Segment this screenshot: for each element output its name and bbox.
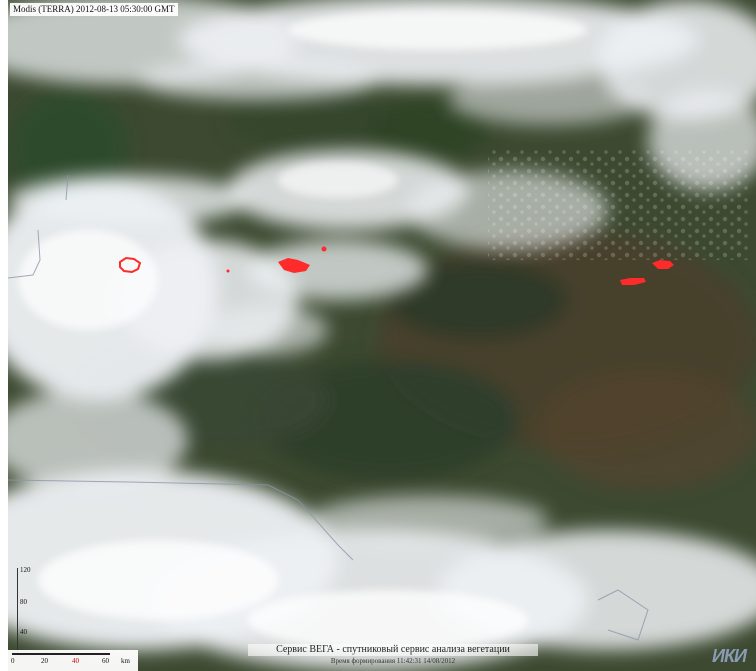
scale-label: 0 bbox=[11, 657, 15, 665]
scale-label: 60 bbox=[102, 657, 109, 665]
distance-scale-bar: 0 20 40 60 km bbox=[8, 650, 138, 671]
service-name: Сервис ВЕГА - спутниковый сервис анализа… bbox=[248, 644, 538, 656]
fire-hotspots bbox=[119, 246, 674, 285]
vertical-scale: 120 80 40 bbox=[8, 560, 48, 671]
land-texture bbox=[8, 90, 756, 490]
scale-bar-line bbox=[12, 653, 110, 655]
satellite-image[interactable] bbox=[8, 0, 756, 671]
iki-logo: ИКИ bbox=[712, 646, 747, 666]
generation-time: Время формирования 11:42:31 14/08/2012 bbox=[330, 657, 456, 665]
fire-hotspot-east-1 bbox=[652, 260, 674, 269]
satellite-imagery-svg bbox=[8, 0, 756, 671]
vertical-scale-label: 80 bbox=[20, 598, 27, 606]
scale-unit: km bbox=[121, 657, 130, 665]
cloud-highlights bbox=[18, 10, 588, 650]
scale-label: 40 bbox=[72, 657, 79, 665]
fire-hotspot-east-2 bbox=[620, 278, 646, 285]
fire-hotspot-west bbox=[119, 256, 142, 274]
fire-hotspot-small-2 bbox=[226, 269, 230, 273]
vertical-scale-label: 120 bbox=[20, 566, 31, 574]
scattered-cumulus bbox=[488, 150, 748, 260]
fire-hotspot-small bbox=[321, 246, 327, 252]
administrative-borders bbox=[8, 174, 649, 641]
vertical-scale-axis bbox=[17, 568, 18, 671]
service-caption: Сервис ВЕГА - спутниковый сервис анализа… bbox=[248, 644, 538, 666]
fire-hotspot-center bbox=[278, 258, 310, 273]
image-title: Modis (TERRA) 2012-08-13 05:30:00 GMT bbox=[10, 3, 178, 16]
vertical-scale-label: 40 bbox=[20, 628, 27, 636]
scale-label: 20 bbox=[41, 657, 48, 665]
